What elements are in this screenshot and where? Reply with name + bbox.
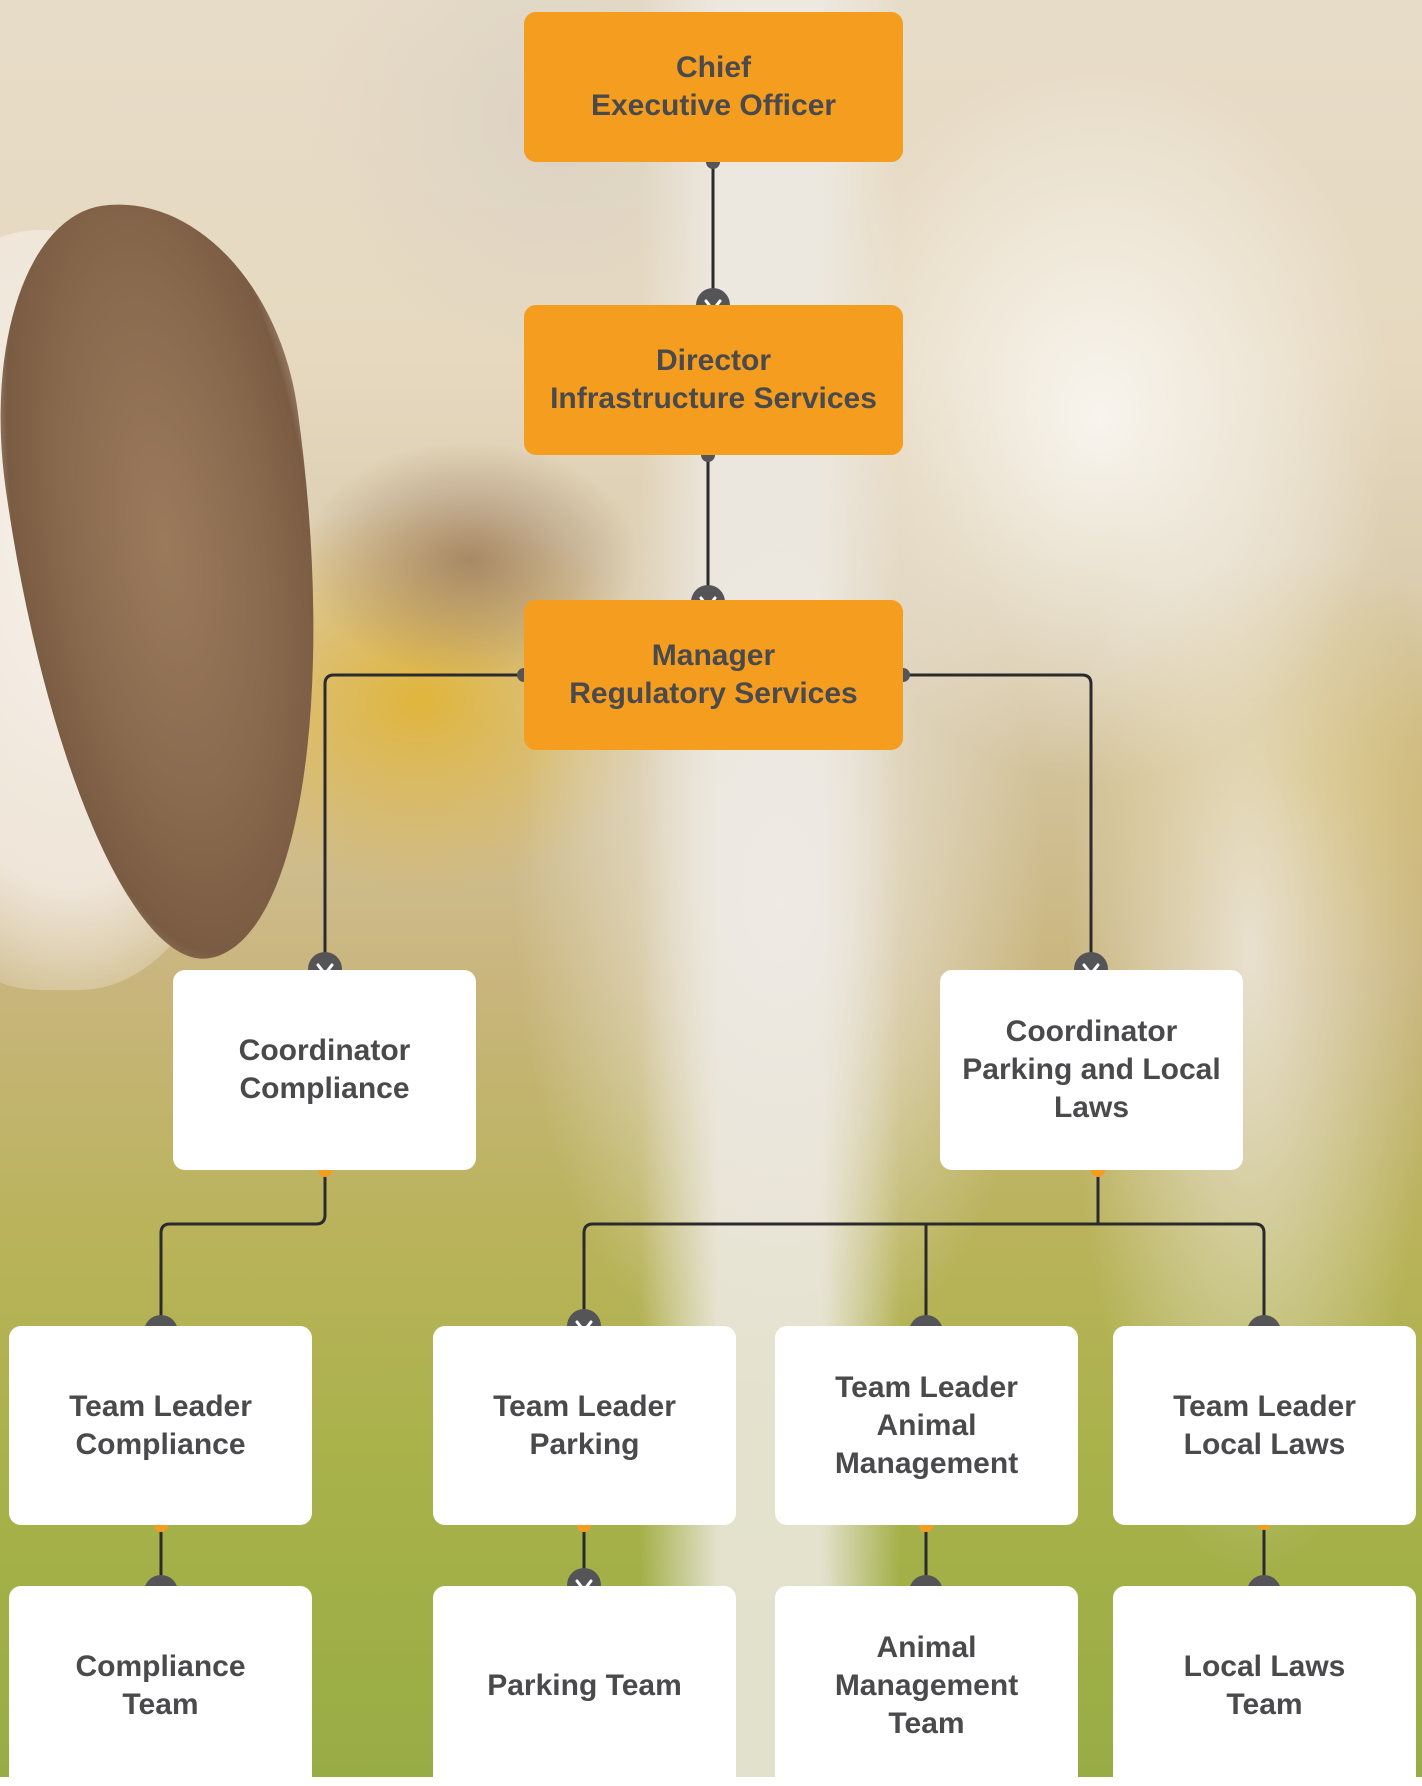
link-parking-bus (582, 1222, 1266, 1332)
link-manager-coord-parking (903, 673, 1093, 969)
box-compliance-team-label: Compliance Team (75, 1650, 246, 1721)
link-coord-compliance-tl-compliance (159, 1170, 327, 1332)
box-manager: Manager Regulatory Services (524, 600, 903, 750)
box-team-leader-compliance-label: Team Leader Compliance (69, 1389, 252, 1461)
box-animal-management-team: Animal Management Team (775, 1586, 1078, 1786)
box-coordinator-compliance: Coordinator Compliance (173, 970, 476, 1170)
box-ceo-label: Chief Executive Officer (590, 51, 837, 122)
box-team-leader-local-laws-label: Team Leader Local Laws (1173, 1389, 1356, 1461)
box-team-leader-parking: Team Leader Parking (433, 1326, 736, 1525)
box-team-leader-parking-label: Team Leader Parking (493, 1389, 676, 1461)
box-team-leader-animal-label: Team Leader Animal Management (834, 1370, 1019, 1480)
box-team-leader-local-laws: Team Leader Local Laws (1113, 1326, 1416, 1525)
box-compliance-team: Compliance Team (9, 1586, 312, 1786)
box-team-leader-animal: Team Leader Animal Management (775, 1326, 1078, 1525)
box-parking-team: Parking Team (433, 1586, 736, 1786)
box-local-laws-team: Local Laws Team (1113, 1586, 1416, 1786)
box-animal-management-team-label: Animal Management Team (834, 1631, 1019, 1740)
box-team-leader-compliance: Team Leader Compliance (9, 1326, 312, 1525)
box-director-label: Director Infrastructure Services (550, 344, 877, 415)
box-local-laws-team-label: Local Laws Team (1183, 1650, 1346, 1721)
box-coordinator-parking-label: Coordinator Parking and Local Laws (962, 1015, 1221, 1124)
link-manager-coord-compliance (323, 673, 524, 969)
box-parking-team-label: Parking Team (487, 1669, 682, 1702)
box-coordinator-parking: Coordinator Parking and Local Laws (940, 970, 1243, 1170)
box-ceo: Chief Executive Officer (524, 12, 903, 162)
box-manager-label: Manager Regulatory Services (569, 639, 858, 710)
box-director: Director Infrastructure Services (524, 305, 903, 455)
box-coordinator-compliance-label: Coordinator Compliance (238, 1034, 411, 1105)
